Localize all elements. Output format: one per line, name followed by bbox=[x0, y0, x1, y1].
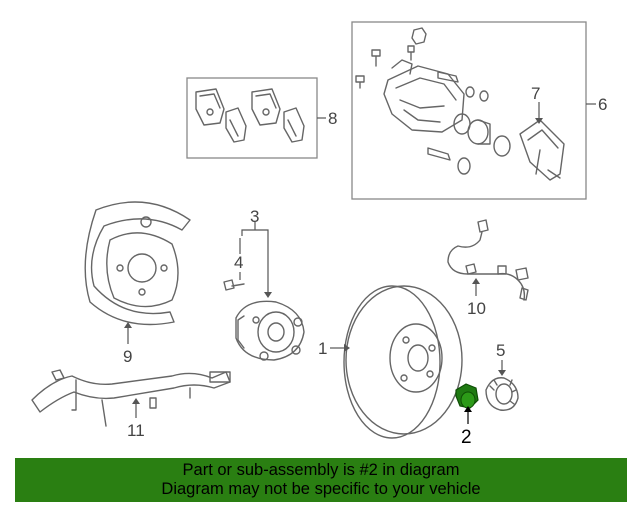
backing-plate-outer bbox=[84, 201, 191, 326]
arrow-7 bbox=[535, 118, 543, 124]
callout-5[interactable]: 5 bbox=[496, 341, 505, 360]
pin-boot bbox=[457, 157, 471, 175]
guide-pin-bottom bbox=[427, 147, 451, 161]
rotor-face bbox=[345, 285, 463, 435]
piston bbox=[467, 119, 491, 145]
rotor-back bbox=[343, 285, 441, 439]
arrow-5 bbox=[498, 370, 506, 376]
abs-sensor-group[interactable]: 10 bbox=[447, 219, 529, 318]
dust-cap bbox=[411, 27, 427, 45]
arrow-9 bbox=[124, 322, 132, 328]
hub-group[interactable]: 3 4 bbox=[223, 207, 305, 361]
callout-10[interactable]: 10 bbox=[467, 299, 486, 318]
callout-4[interactable]: 4 bbox=[234, 253, 243, 272]
brake-pad-a bbox=[195, 88, 225, 126]
caliper-bracket bbox=[519, 119, 565, 181]
callout-2[interactable]: 2 bbox=[461, 427, 472, 448]
callout-1[interactable]: 1 bbox=[318, 339, 327, 358]
part-5-group[interactable]: 5 bbox=[485, 341, 519, 411]
hub-bolt bbox=[223, 279, 245, 291]
brake-pad-d bbox=[283, 107, 305, 143]
brake-pad-c bbox=[251, 88, 281, 126]
part-2-highlighted[interactable] bbox=[455, 383, 479, 409]
backing-plate-inner bbox=[106, 232, 179, 308]
seal-ring-1 bbox=[465, 86, 489, 102]
callout-8[interactable]: 8 bbox=[328, 109, 337, 128]
bleeder-plug bbox=[407, 45, 415, 61]
banner-line-1: Part or sub-assembly is #2 in diagram bbox=[182, 461, 460, 479]
arrow-1 bbox=[344, 344, 350, 352]
arrow-11 bbox=[132, 398, 140, 404]
arrow-2 bbox=[464, 406, 472, 412]
backing-plate-hub-hole bbox=[127, 253, 157, 283]
callout-3[interactable]: 3 bbox=[250, 207, 259, 226]
abs-sensor-wire bbox=[447, 219, 526, 301]
backing-plate-group[interactable]: 9 bbox=[84, 201, 191, 366]
caliper-body bbox=[383, 59, 465, 133]
caliper-assembly-group[interactable]: 7 6 bbox=[351, 21, 607, 200]
info-banner: Part or sub-assembly is #2 in diagram Di… bbox=[15, 458, 627, 502]
rotor-group[interactable]: 1 bbox=[318, 285, 463, 439]
hub-bearing bbox=[235, 300, 305, 361]
arrow-10 bbox=[472, 278, 480, 284]
hub-nut-ring bbox=[485, 377, 519, 411]
banner-line-2: Diagram may not be specific to your vehi… bbox=[161, 480, 481, 498]
bolt-small bbox=[355, 75, 365, 89]
piston-boot bbox=[493, 135, 511, 157]
callout-9[interactable]: 9 bbox=[123, 347, 132, 366]
arrow-3 bbox=[264, 292, 272, 298]
brake-pads-group[interactable]: 8 bbox=[186, 77, 337, 159]
callout-11[interactable]: 11 bbox=[127, 421, 145, 440]
bleeder-screw bbox=[371, 49, 381, 67]
rotor-center bbox=[407, 344, 429, 372]
callout-7[interactable]: 7 bbox=[531, 84, 540, 103]
callout-6[interactable]: 6 bbox=[598, 95, 607, 114]
parking-brake-cable-group[interactable]: 11 bbox=[31, 369, 231, 440]
caliper-box bbox=[351, 21, 587, 200]
guide-pin-top bbox=[437, 71, 459, 83]
rotor-hat bbox=[389, 323, 443, 393]
brake-pad-b bbox=[225, 107, 247, 143]
part-2-group[interactable]: 2 bbox=[455, 383, 479, 448]
